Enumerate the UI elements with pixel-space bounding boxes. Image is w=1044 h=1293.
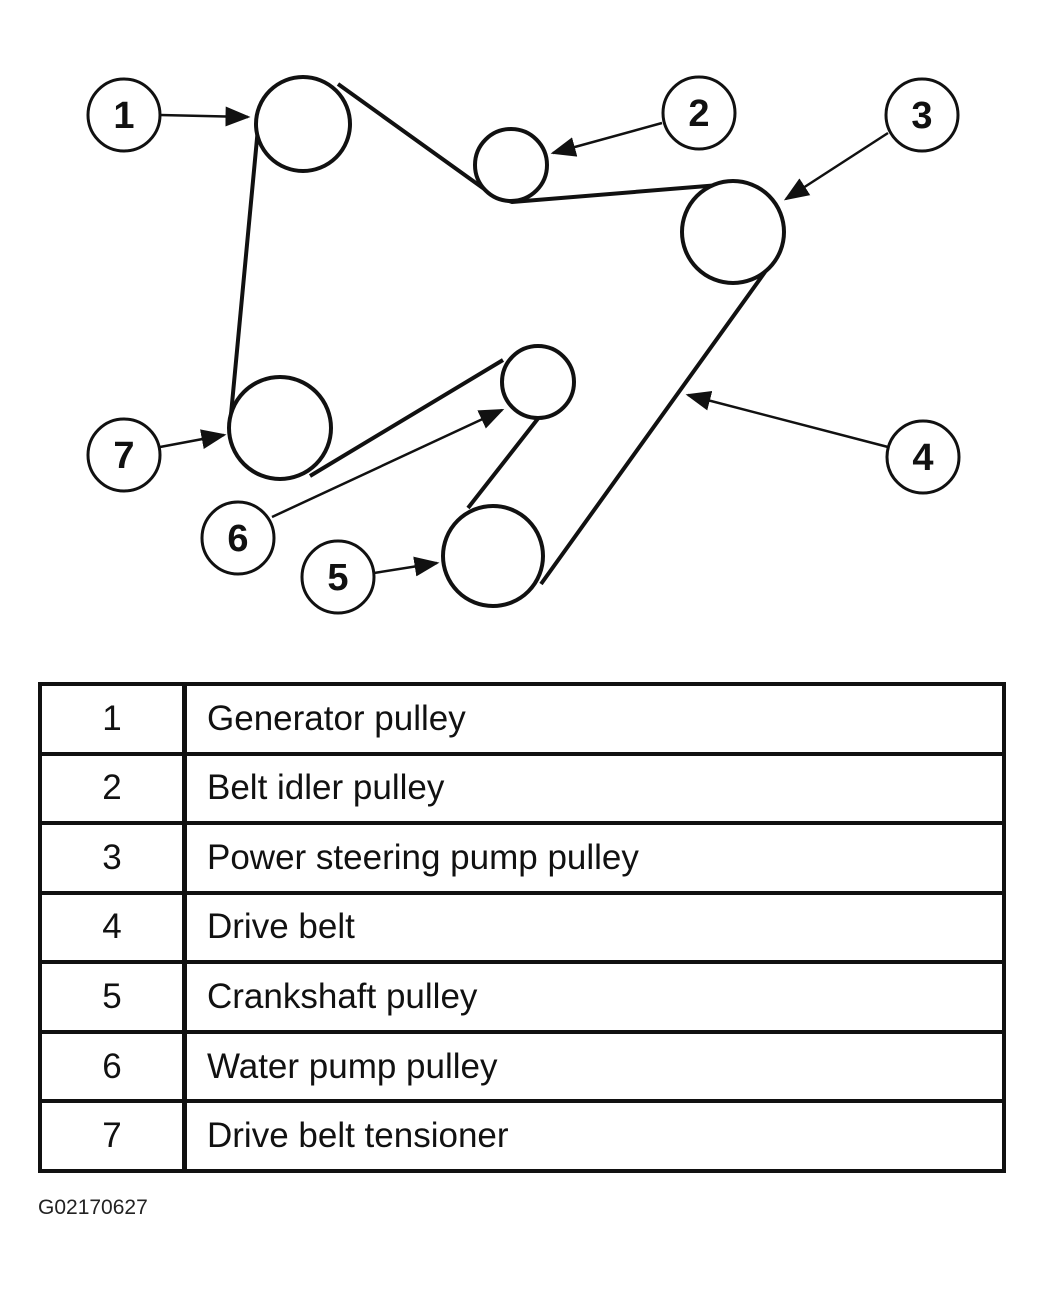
callout-1-number: 1 <box>113 95 134 137</box>
callout-5-arrow <box>373 556 440 577</box>
legend-row: 1 Generator pulley <box>40 684 1004 754</box>
legend-label: Crankshaft pulley <box>184 960 1004 1032</box>
legend-label: Drive belt tensioner <box>184 1099 1004 1171</box>
callout-4-number: 4 <box>912 437 933 479</box>
legend-number: 1 <box>40 684 187 754</box>
callout-4: 4 <box>885 419 961 495</box>
callout-3-arrow <box>783 131 889 201</box>
legend-number: 4 <box>40 890 187 963</box>
figure-code: G02170627 <box>38 1196 148 1219</box>
callout-5-number: 5 <box>327 557 348 599</box>
generator-pulley <box>254 75 352 173</box>
legend-label: Generator pulley <box>207 698 466 738</box>
callout-7: 7 <box>86 417 162 493</box>
legend-table: 1 Generator pulley 2 Belt idler pulley 3… <box>38 682 1006 1173</box>
callout-2-number: 2 <box>688 93 709 135</box>
legend-row: 5 Crankshaft pulley <box>40 960 1004 1032</box>
callout-2-arrow <box>550 121 663 157</box>
callout-7-number: 7 <box>113 435 134 477</box>
crankshaft-pulley <box>441 504 545 608</box>
callout-6-number: 6 <box>227 518 248 560</box>
callout-5: 5 <box>300 539 376 615</box>
callout-3-number: 3 <box>911 95 932 137</box>
callout-2: 2 <box>661 75 737 151</box>
belt-routing-diagram: 1 2 3 4 5 6 7 <box>86 75 961 615</box>
legend-number: 3 <box>40 821 187 893</box>
legend-row: 6 Water pump pulley <box>40 1029 1004 1102</box>
callout-3: 3 <box>884 77 960 153</box>
callout-6-arrow <box>271 408 505 519</box>
legend-label: Power steering pump pulley <box>184 821 1004 893</box>
legend-number: 2 <box>40 751 187 824</box>
legend-number: 5 <box>40 960 187 1032</box>
legend-label: Belt idler pulley <box>184 751 1004 824</box>
callout-7-arrow <box>159 429 227 449</box>
power-steering-pump-pulley <box>680 179 786 285</box>
drive-belt <box>228 82 767 586</box>
drive-belt-tensioner-pulley <box>227 375 333 481</box>
legend-number: 6 <box>40 1029 187 1102</box>
callout-6: 6 <box>200 500 276 576</box>
callout-1: 1 <box>86 77 162 153</box>
legend-number: 7 <box>40 1099 187 1171</box>
legend-row: 4 Drive belt <box>40 890 1004 963</box>
water-pump-pulley <box>500 344 576 420</box>
belt-idler-pulley <box>473 127 549 203</box>
legend-row: 2 Belt idler pulley <box>40 751 1004 824</box>
legend-label: Water pump pulley <box>184 1029 1004 1102</box>
legend-label: Drive belt <box>184 890 1004 963</box>
legend-row: 7 Drive belt tensioner <box>40 1099 1004 1171</box>
legend-row: 3 Power steering pump pulley <box>40 821 1004 893</box>
callout-4-arrow <box>685 390 889 449</box>
callout-1-arrow <box>159 106 251 127</box>
